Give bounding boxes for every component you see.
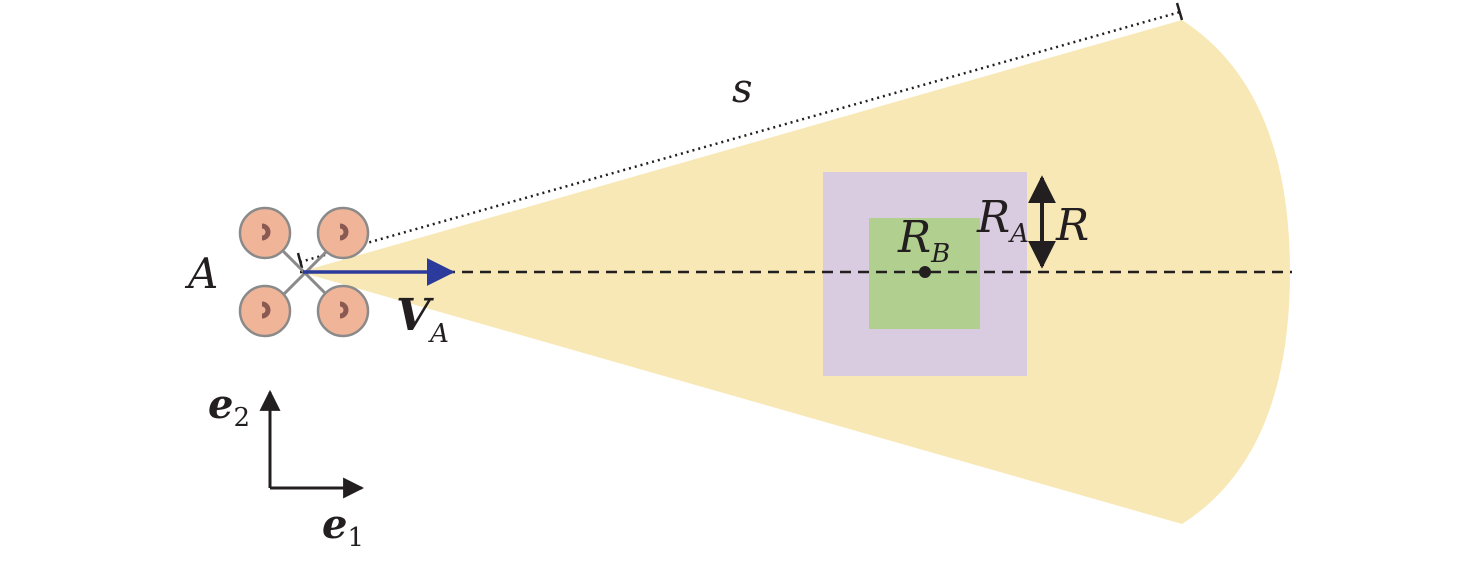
combined-radius-label: R (1055, 200, 1089, 251)
axis-e1-label: e1 (322, 501, 364, 553)
rotor-icon (238, 206, 292, 260)
rotor-icon (316, 284, 370, 338)
rotor-icon (316, 206, 370, 260)
agent-radius-label: RA (976, 192, 1029, 249)
axis-e2-label: e2 (208, 381, 250, 433)
quadrotor-icon (238, 206, 370, 338)
range-tick-end (1175, 2, 1184, 21)
dot-icon (919, 266, 931, 278)
range-tick-start (296, 252, 304, 269)
rotor-icon (238, 284, 292, 338)
velocity-label: VA (396, 290, 449, 349)
agent-label: A (184, 249, 218, 298)
range-dotted-line (299, 10, 1181, 264)
target-radius-label: RB (897, 212, 950, 269)
range-label: s (732, 66, 753, 112)
